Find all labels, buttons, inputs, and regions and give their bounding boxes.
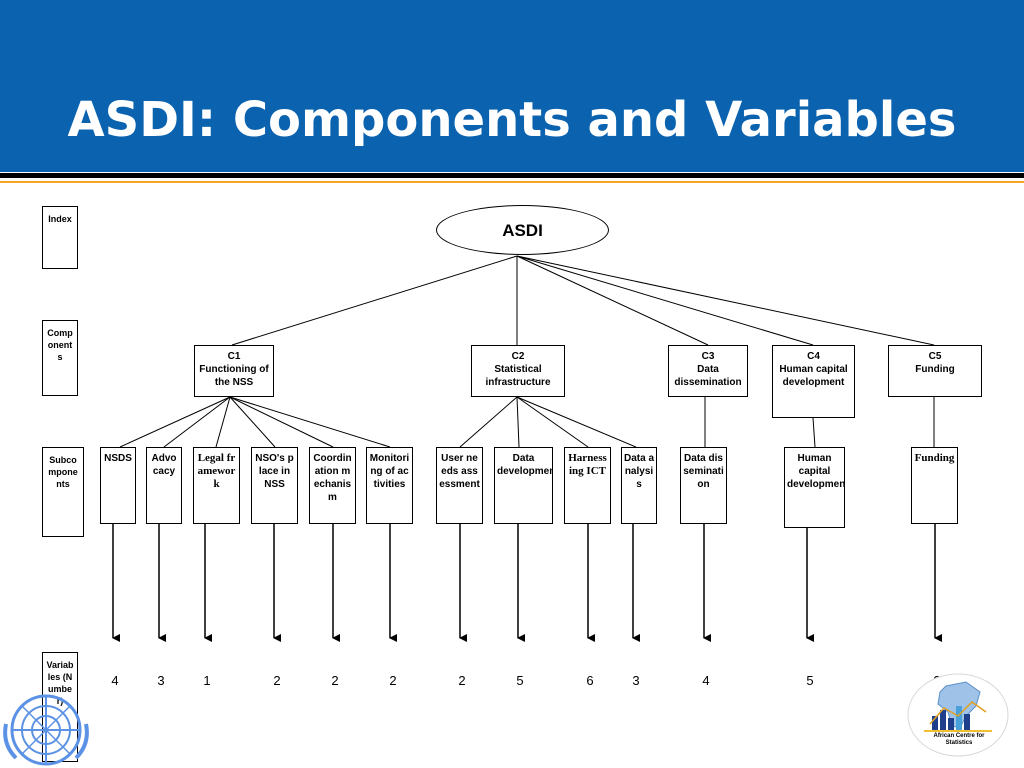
variable-count-data-dissemination: 4 <box>702 673 710 688</box>
edge-c1-legal <box>215 396 231 448</box>
edge-c1-monitoring <box>229 396 391 448</box>
subcomponent-coordination: Coordination mechanism <box>309 447 356 524</box>
edge-c1-nso <box>229 396 276 448</box>
variable-count-advocacy: 3 <box>157 673 165 688</box>
edge-c2-harnessing <box>516 396 589 448</box>
component-c2: C2 Statistical infrastructure <box>471 345 565 397</box>
header-accent-rule <box>0 181 1024 183</box>
header-rule <box>0 173 1024 178</box>
variable-count-legal-framework: 1 <box>203 673 211 688</box>
variable-count-monitoring: 2 <box>389 673 397 688</box>
slide-title: ASDI: Components and Variables <box>67 92 957 148</box>
variable-count-nso-place: 2 <box>273 673 281 688</box>
subcomponent-nso-place: NSO's place in NSS <box>251 447 298 524</box>
variable-count-user-needs: 2 <box>458 673 466 688</box>
component-c5: C5 Funding <box>888 345 982 397</box>
edge-asdi-c1 <box>231 255 518 346</box>
header-band <box>0 0 1024 172</box>
acs-logo <box>907 673 1009 757</box>
subcomponent-nsds: NSDS <box>100 447 136 524</box>
subcomponent-funding: Funding <box>911 447 958 524</box>
asdi-root-node: ASDI <box>436 205 609 255</box>
subcomponent-user-needs: User needs assessment <box>436 447 483 524</box>
subcomponent-harnessing-ict: Harnessing ICT <box>564 447 611 524</box>
edge-c1-nsds <box>119 396 231 448</box>
variable-count-data-development: 5 <box>516 673 524 688</box>
variable-count-data-analysis: 3 <box>632 673 640 688</box>
subcomponent-advocacy: Advocacy <box>146 447 182 524</box>
subcomponent-human-capital: Human capital development <box>784 447 845 528</box>
subcomponent-legal-framework: Legal framework <box>193 447 240 524</box>
subcomponent-data-analysis: Data analysis <box>621 447 657 524</box>
row-label-subcomponents: Subcomponents <box>42 447 84 537</box>
variable-count-human-capital: 5 <box>806 673 814 688</box>
edge-c2-data-dev <box>516 396 520 448</box>
edge-c1-advocacy <box>163 396 231 448</box>
variable-count-coordination: 2 <box>331 673 339 688</box>
edge-c1-coordination <box>229 396 334 448</box>
un-emblem-logo <box>3 694 89 766</box>
component-c3: C3 Data dissemination <box>668 345 748 397</box>
edge-asdi-c5 <box>516 255 935 346</box>
subcomponent-monitoring: Monitoring of activities <box>366 447 413 524</box>
edge-c2-user-needs <box>459 396 518 448</box>
row-label-components: Components <box>42 320 78 396</box>
edge-asdi-c3 <box>516 255 709 346</box>
component-c4: C4 Human capital development <box>772 345 855 418</box>
component-c1: C1 Functioning of the NSS <box>194 345 274 397</box>
row-label-index: Index <box>42 206 78 269</box>
edge-asdi-c4 <box>516 255 814 346</box>
subcomponent-data-dissemination: Data dissemination <box>680 447 727 524</box>
subcomponent-data-development: Data development <box>494 447 553 524</box>
variable-count-harnessing-ict: 6 <box>586 673 594 688</box>
acs-logo-text: African Centre for Statistics <box>933 733 985 746</box>
variable-count-nsds: 4 <box>111 673 119 688</box>
edge-c2-data-analysis <box>516 396 637 448</box>
edge-c4-human-capital <box>812 417 816 448</box>
